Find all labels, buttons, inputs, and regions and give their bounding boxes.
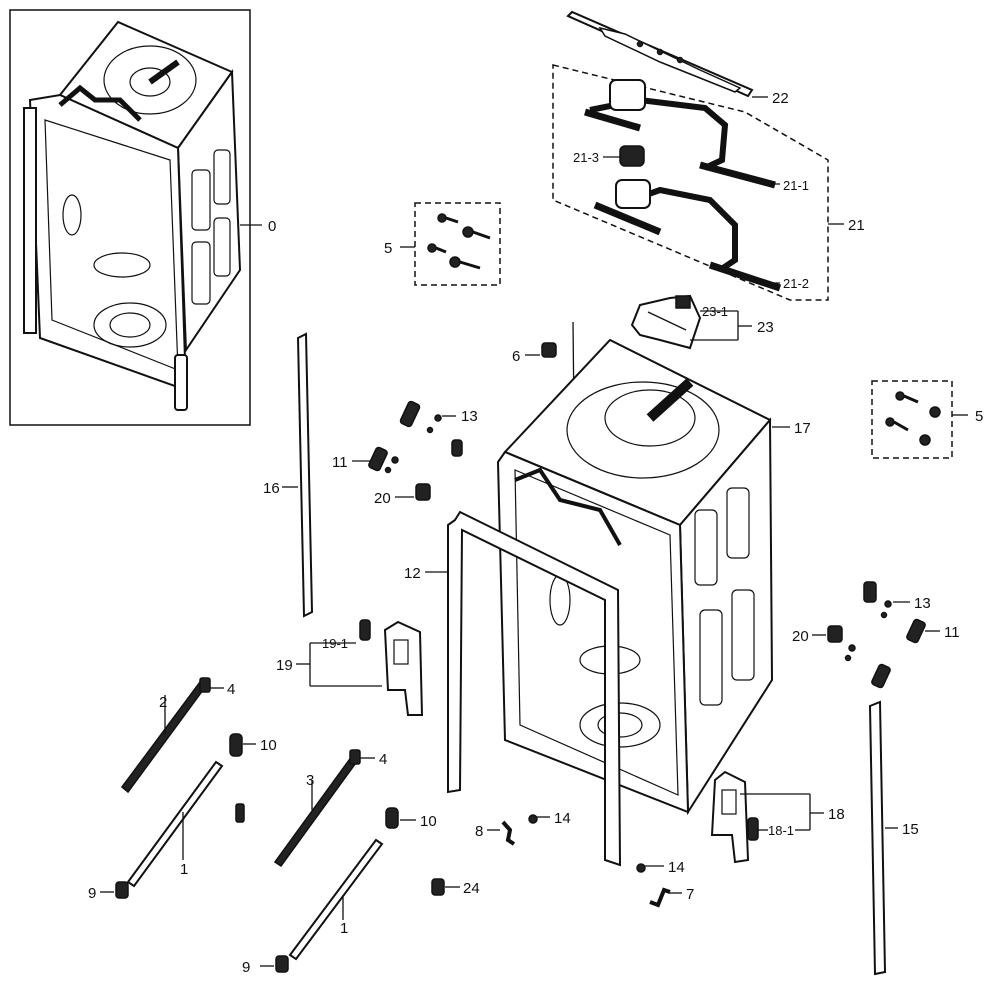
- label-11-left: 11: [332, 454, 348, 471]
- label-15: 15: [902, 821, 919, 838]
- label-5-left: 5: [384, 240, 392, 257]
- label-4-lower: 4: [379, 751, 387, 768]
- part-10-stopper-lower: 10: [385, 807, 437, 830]
- part-18-hinge-bracket: 18-1 18: [710, 770, 845, 864]
- inset-frame: [9, 9, 251, 426]
- label-3: 3: [306, 772, 314, 789]
- label-1-lower: 1: [340, 920, 348, 937]
- part-cluster-right-hinge-hardware: 13 11 20: [792, 581, 960, 689]
- part-5-screw-set-right: 5: [871, 380, 983, 459]
- part-23-bracket-assembly: 23-1 23: [630, 294, 774, 350]
- label-14-lower: 14: [668, 859, 685, 876]
- label-9-upper: 9: [88, 885, 96, 902]
- label-16: 16: [263, 480, 280, 497]
- part-4-end-cap-lower: 4: [349, 749, 387, 768]
- part-15-side-strip-right: 15: [868, 700, 919, 976]
- label-10-upper: 10: [260, 737, 277, 754]
- label-18-1: 18-1: [768, 823, 794, 838]
- label-17: 17: [794, 420, 811, 437]
- label-19-1: 19-1: [322, 636, 348, 651]
- part-14-screw-lower: 14: [636, 859, 685, 876]
- label-0: 0: [268, 218, 276, 235]
- part-14-screw-upper: 14: [528, 810, 571, 827]
- part-9-end-cap-lower: 9: [242, 955, 289, 976]
- label-20-left: 20: [374, 490, 391, 507]
- part-21-3-nozzle: [619, 145, 645, 167]
- assembled-tub-drawing: [23, 20, 242, 411]
- part-10-stopper-upper: 10: [229, 733, 277, 823]
- part-1-rail-lower: 1: [288, 838, 384, 961]
- part-12-gasket: 12: [404, 510, 622, 867]
- label-9-lower: 9: [242, 959, 250, 976]
- part-19-hinge-bracket: 19-1 19: [276, 619, 424, 716]
- part-21-dashed-boundary: [552, 64, 829, 301]
- label-1-upper: 1: [180, 861, 188, 878]
- label-13-left: 13: [461, 408, 478, 425]
- part-16-side-strip-left: 16: [263, 332, 314, 618]
- part-9-end-cap-upper: 9: [88, 881, 129, 902]
- label-12: 12: [404, 565, 421, 582]
- part-21-spray-arm-group: 21-3 21-1 21-2 21: [552, 64, 865, 301]
- label-8: 8: [475, 823, 483, 840]
- label-5-right: 5: [975, 408, 983, 425]
- inset-assembled-tub: 0: [9, 9, 276, 426]
- label-18: 18: [828, 806, 845, 823]
- label-11-right: 11: [944, 624, 960, 641]
- label-23-1: 23-1: [702, 304, 728, 319]
- label-13-right: 13: [914, 595, 931, 612]
- label-21: 21: [848, 217, 865, 234]
- part-22-top-rail: 22: [566, 10, 789, 107]
- label-7: 7: [686, 886, 694, 903]
- part-1-rail-upper: 1: [126, 760, 224, 888]
- part-5-screw-set-left: 5: [384, 202, 501, 286]
- part-cluster-left-hinge-hardware: 13 11 20: [332, 400, 478, 507]
- part-21-1-upper-arm: [584, 79, 776, 189]
- part-4-end-cap-upper: 4: [199, 677, 235, 698]
- label-21-1: 21-1: [783, 178, 809, 193]
- part-7-clip: 7: [649, 886, 694, 908]
- label-19: 19: [276, 657, 293, 674]
- label-23: 23: [757, 319, 774, 336]
- part-21-2-lower-arm: [593, 179, 782, 292]
- label-2: 2: [159, 694, 167, 711]
- part-8-clip: 8: [475, 820, 516, 846]
- part-24-fastener: 24: [431, 878, 480, 897]
- label-22: 22: [772, 90, 789, 107]
- part-17-main-tub: 17: [496, 338, 811, 816]
- label-6: 6: [512, 348, 520, 365]
- label-21-3: 21-3: [573, 150, 599, 165]
- label-21-2: 21-2: [783, 276, 809, 291]
- part-2-rail: 2: [120, 680, 208, 794]
- part-3-rail: 3: [273, 754, 360, 868]
- label-14-upper: 14: [554, 810, 571, 827]
- label-10-lower: 10: [420, 813, 437, 830]
- label-20-right: 20: [792, 628, 809, 645]
- label-4-upper: 4: [227, 681, 235, 698]
- label-24: 24: [463, 880, 480, 897]
